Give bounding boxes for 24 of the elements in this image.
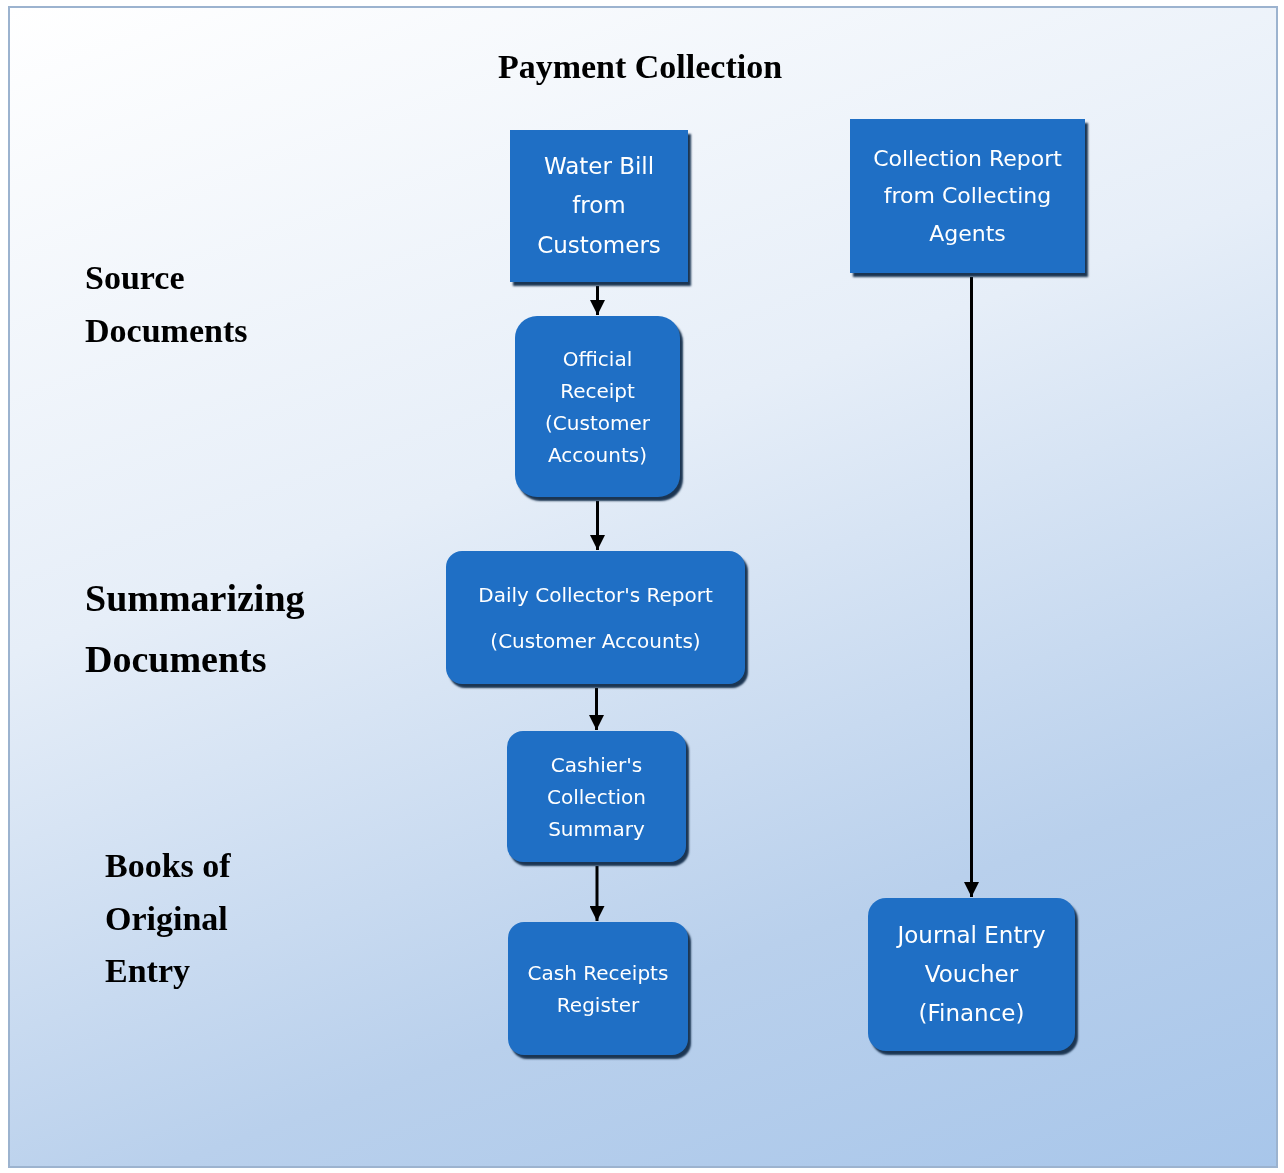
rounded-process-box [515, 316, 680, 497]
arrow [964, 277, 979, 897]
title: Payment Collection [496, 48, 784, 86]
rounded-process-box [507, 731, 686, 862]
rounded-process-box [868, 898, 1075, 1051]
rounded-process-box [508, 922, 688, 1055]
arrow [590, 501, 605, 550]
rounded-process-box [446, 551, 745, 684]
node-text: Daily Collector's Report [478, 581, 713, 609]
section-label: Books of Original Entry [105, 846, 232, 992]
section-label: Source Documents [85, 258, 249, 351]
node-text: Water Bill from Customers [536, 152, 662, 260]
arrow [589, 866, 605, 921]
node-text: Collection Report from Collecting Agents [872, 144, 1063, 248]
node-text: Cash Receipts Register [526, 959, 670, 1019]
arrow [589, 688, 604, 730]
node-text: Journal Entry Voucher (Finance) [895, 920, 1047, 1029]
node-text: (Customer Accounts) [490, 627, 701, 655]
process-box [510, 130, 688, 282]
process-box [850, 119, 1085, 273]
node-text: Official Receipt (Customer Accounts) [544, 345, 651, 469]
node-text: Cashier's Collection Summary [546, 751, 647, 843]
section-label: Summarizing Documents [85, 576, 306, 682]
arrow [590, 286, 605, 315]
